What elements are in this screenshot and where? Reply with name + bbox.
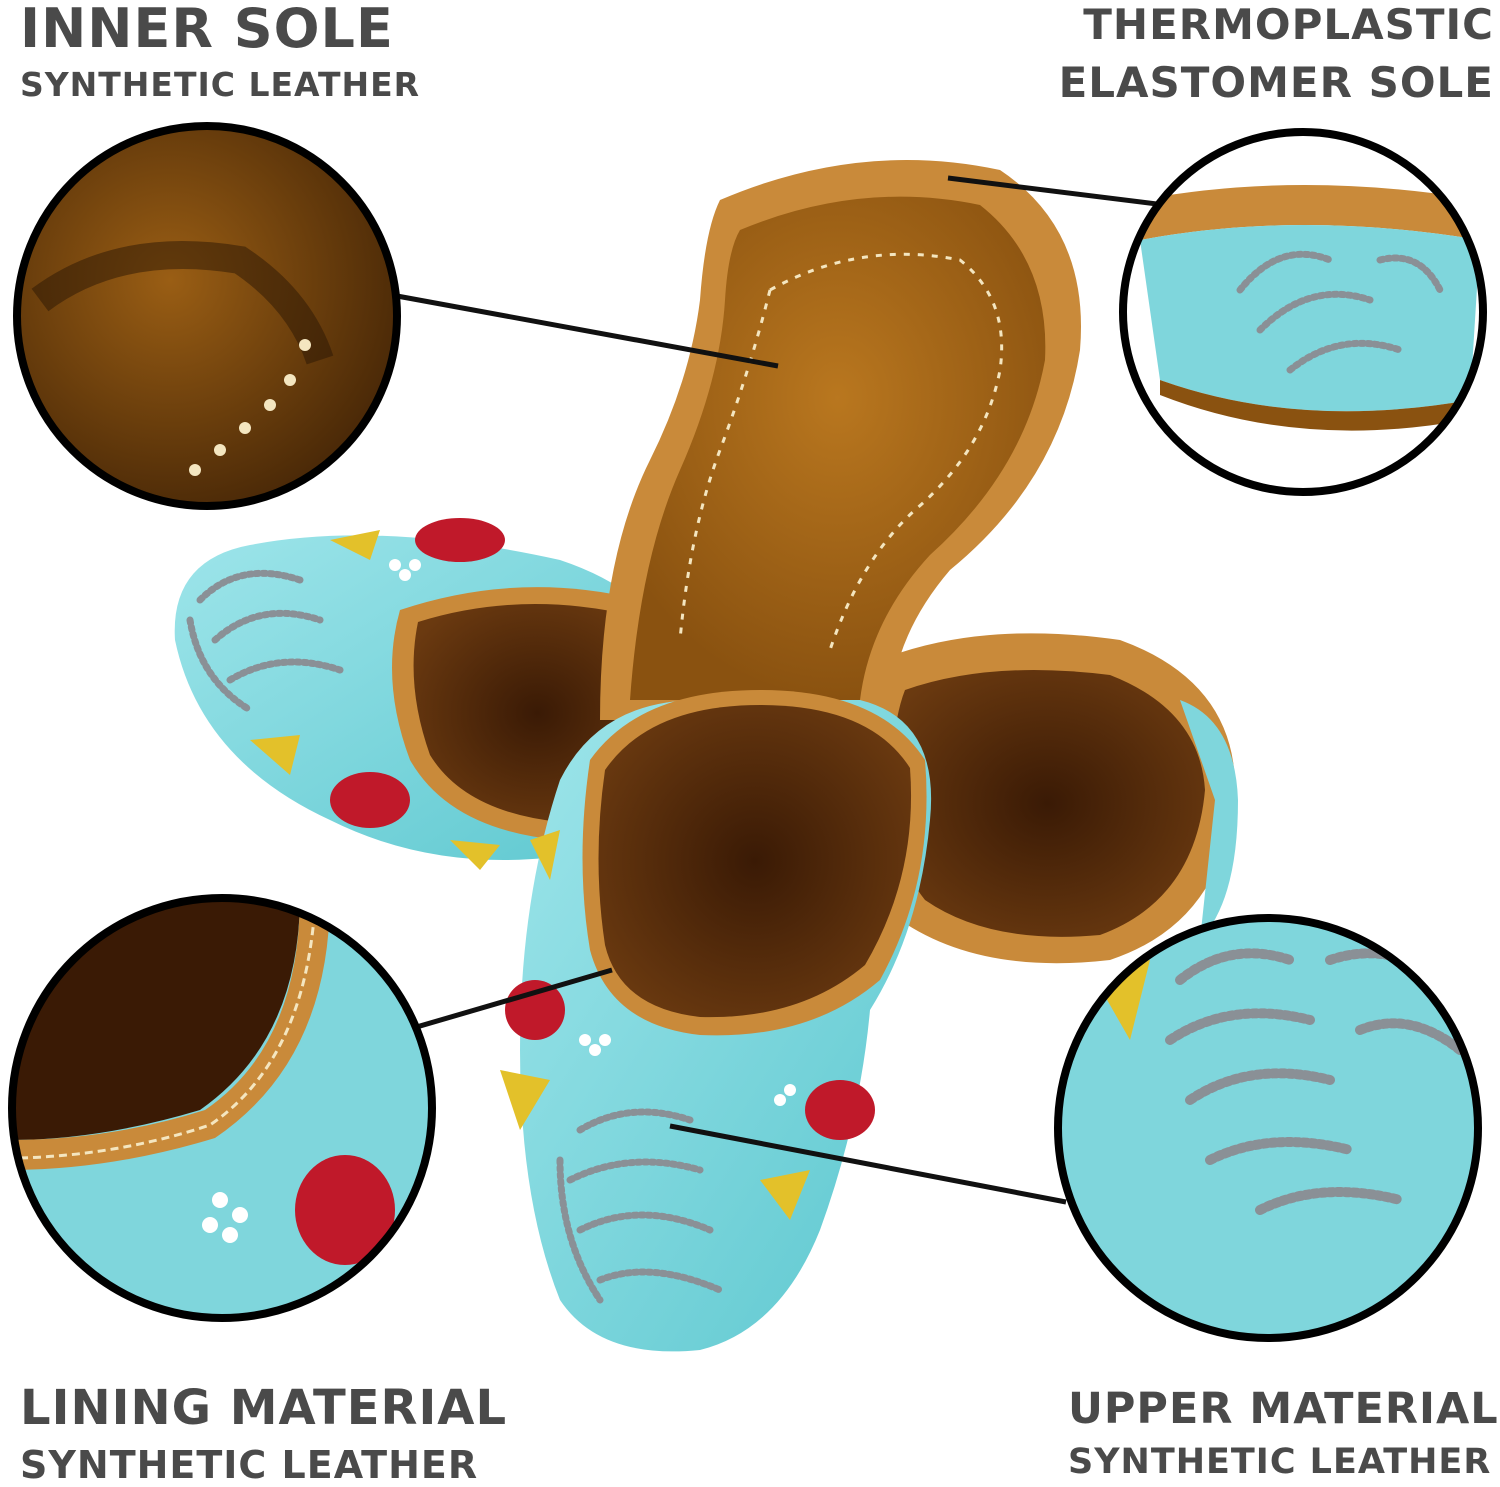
right-shoe [858, 633, 1238, 964]
inner-sole-label: INNER SOLE SYNTHETIC LEATHER [20, 0, 421, 104]
inner-sole-callout-line [396, 293, 779, 369]
upper-closeup [1054, 914, 1482, 1342]
upper-material: SYNTHETIC LEATHER [1068, 1442, 1492, 1482]
shoe-pair [174, 160, 1238, 1352]
outer-sole-title-line1: THERMOPLASTIC [1083, 0, 1494, 49]
upper-label: UPPER MATERIAL SYNTHETIC LEATHER [1068, 1388, 1499, 1480]
upper-title: UPPER MATERIAL [1068, 1384, 1499, 1434]
inner-sole-closeup [13, 122, 401, 510]
inner-sole-title: INNER SOLE [20, 0, 394, 60]
outer-sole-title-line2: ELASTOMER SOLE [1058, 58, 1494, 107]
outer-sole-closeup [1119, 128, 1487, 496]
lining-closeup [8, 894, 436, 1322]
lining-title: LINING MATERIAL [20, 1380, 508, 1436]
lining-label: LINING MATERIAL SYNTHETIC LEATHER [20, 1384, 507, 1484]
outer-sole-label: THERMOPLASTIC ELASTOMER SOLE [1059, 4, 1494, 104]
upper-callout-line [669, 1123, 1067, 1205]
inner-sole-material: SYNTHETIC LEATHER [20, 65, 421, 104]
center-shoe [500, 160, 1081, 1352]
lining-material: SYNTHETIC LEATHER [20, 1443, 479, 1487]
